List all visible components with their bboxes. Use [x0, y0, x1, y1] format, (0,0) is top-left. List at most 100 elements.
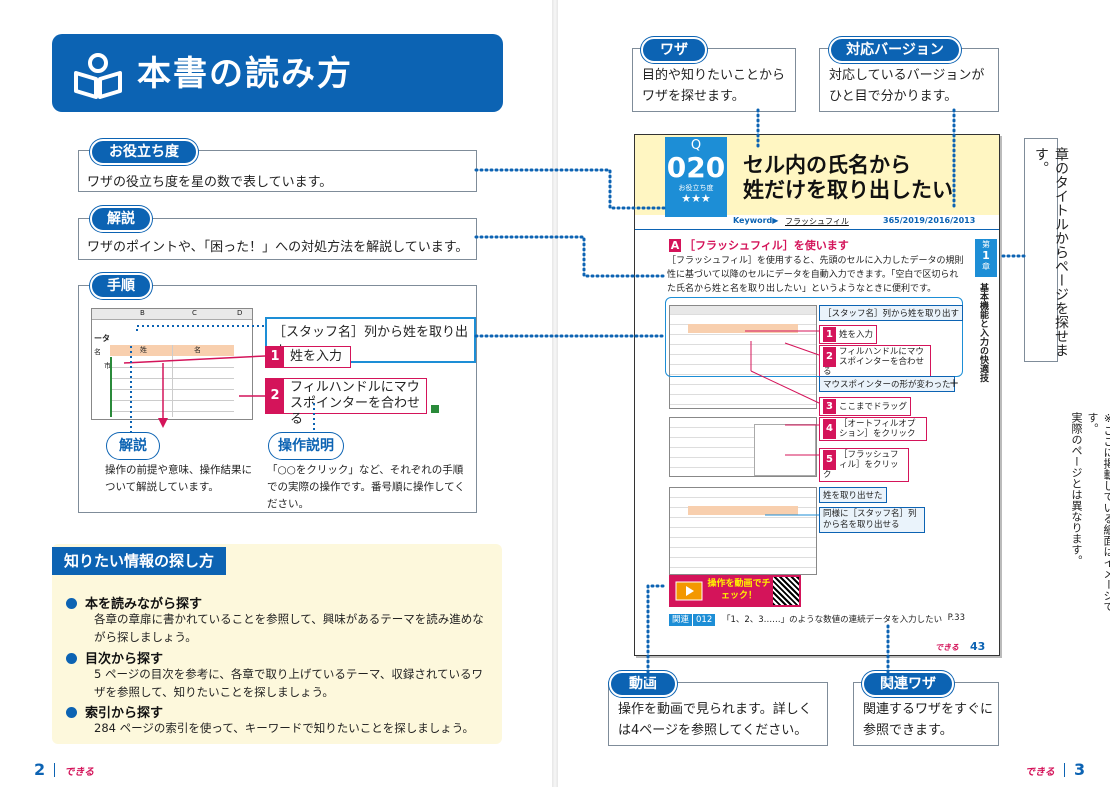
sheet-selection [110, 357, 112, 417]
callout-label-douga: 動画 [609, 671, 677, 697]
step-text: 姓を入力 [290, 349, 343, 364]
fill-handle-icon [431, 405, 439, 413]
page-gutter [552, 0, 558, 787]
tejun-kaisetsu-text: 操作の前提や意味、操作結果について解説しています。 [105, 464, 252, 493]
callout-text: 対応しているバージョンがひと目で分かります。 [829, 68, 985, 104]
bullet-icon [66, 598, 77, 609]
info-heading-2: 目次から探す [66, 648, 163, 667]
col-c: C [192, 309, 197, 317]
sheet-cell: 名 [194, 346, 201, 354]
sample-tag-same: 同様に［スタッフ名］列から名を取り出せる [819, 507, 925, 533]
tejun-connectors [123, 325, 315, 432]
bullet-icon [66, 707, 77, 718]
page-number-left: 2 [34, 760, 46, 779]
step-number: 1 [266, 347, 284, 367]
title-line: 姓だけを取り出したい [743, 178, 953, 202]
note-line: 実際のページとは異なります。 [1070, 412, 1083, 566]
brand-logo: できる [64, 767, 95, 778]
callout-label-kanren: 関連ワザ [862, 671, 954, 697]
video-banner[interactable]: 操作を動画でチェック！ [669, 575, 801, 607]
tejun-kaisetsu-label: 解説 [107, 433, 159, 459]
heading-text: 目次から探す [85, 652, 164, 667]
info-title: 知りたい情報の探し方 [52, 547, 227, 575]
info-section: 知りたい情報の探し方 本を読みながら探す 各章の章扉に書かれていることを参照して… [52, 544, 502, 744]
sheet-cell: 姓 [140, 346, 147, 354]
page-header: 本書の読み方 [52, 34, 503, 112]
play-icon [675, 581, 703, 601]
rating-stars: ★★★ [681, 192, 711, 205]
step-number: 1 [823, 327, 836, 342]
footer-right: できる 3 [1025, 760, 1085, 779]
info-heading-3: 索引から探す [66, 702, 163, 721]
sample-tag-main: ［スタッフ名］列から姓を取り出す [819, 305, 964, 321]
step-text: フィルハンドルにマウスポインターを合わせる [823, 347, 925, 377]
chapter-tab: 第 1 章 [975, 239, 997, 277]
q-badge: Q 020 お役立ち度 ★★★ [665, 137, 727, 217]
mini-header-row [688, 506, 798, 515]
q-sub: お役立ち度 [678, 184, 714, 192]
step-number: 2 [266, 379, 284, 413]
page-number-right: 3 [1074, 760, 1086, 779]
tejun-sousa-label: 操作説明 [269, 433, 343, 459]
mini-header-row [688, 324, 798, 333]
mini-grid [670, 488, 816, 574]
highlight-frame [665, 297, 963, 377]
callout-text: 関連するワザをすぐに参照できます。 [863, 702, 994, 738]
step-number: 4 [823, 419, 836, 439]
page-title: 本書の読み方 [137, 54, 353, 94]
section-title: ［フラッシュフィル］を使います [684, 239, 849, 252]
heading-text: 本を読みながら探す [85, 597, 203, 612]
callout-label-kaisetsu: 解説 [90, 206, 152, 232]
plus-cursor-icon: + [949, 376, 960, 390]
callout-text: 目的や知りたいことからワザを探せます。 [642, 68, 786, 104]
step-number: 5 [823, 450, 836, 470]
book-reader-icon [74, 53, 122, 99]
step-text: ここまでドラッグ [839, 402, 908, 412]
tejun-step1: 1 姓を入力 [265, 346, 352, 368]
info-desc-1: 各章の章扉に書かれていることを参照して、興味があるテーマを読み進めながら探しまし… [94, 612, 484, 644]
bullet-icon [66, 653, 77, 664]
callout-text: ワザのポイントや、「困った！」への対処方法を解説しています。 [87, 240, 469, 255]
related-page: P.33 [947, 613, 965, 623]
footer-left: 2 できる [34, 760, 94, 779]
title-line: セル内の氏名から [743, 153, 911, 177]
related-num: 012 [693, 614, 716, 626]
chapter-num-bottom: 章 [982, 262, 990, 271]
sample-step-4: 4［オートフィルオプション］をクリック [819, 417, 927, 441]
col-b: B [140, 309, 145, 317]
chapter-num: 1 [982, 249, 990, 262]
screenshot-3 [669, 487, 817, 575]
page-number: 43 [969, 640, 986, 653]
col-d: D [237, 309, 243, 317]
brand-logo: できる [1025, 767, 1055, 778]
screenshot-2 [669, 417, 817, 477]
section-letter: A [669, 239, 681, 252]
sample-step-5: 5［フラッシュフィル］をクリック [819, 448, 909, 482]
disclaimer-note: ※ここに掲載している紙面はイメージです。 実際のページとは異なります。 [1068, 412, 1110, 612]
step-text: ［オートフィルオプション］をクリック [839, 419, 916, 439]
callout-text: ワザの役立ち度を星の数で表しています。 [87, 175, 333, 190]
callout-chapter: 章のタイトルからページを探せます。 [1024, 138, 1069, 362]
chapter-title: 基本機能と入力の快適技 [978, 283, 988, 382]
tejun-sousa-text: 「○○をクリック」など、それぞれの手順での実際の操作です。番号順に操作してくださ… [267, 464, 465, 510]
sample-connectors [745, 330, 820, 516]
info-desc-3: 284 ページの索引を使って、キーワードで知りたいことを探しましょう。 [94, 721, 475, 735]
q-label: Q [690, 138, 702, 153]
section-body: ［フラッシュフィル］を使用すると、先頭のセルに入力したデータの規則性に基づいて以… [667, 256, 964, 294]
callout-tejun: B C D ータ 名 姓 名 市川 ［スタッフ名］列から姓を取り出す 1姓を入力… [78, 285, 477, 513]
callout-label-tejun: 手順 [90, 273, 152, 299]
brand-logo: できる [935, 643, 959, 652]
sheet-col-header: B C D [92, 309, 252, 320]
sheet-cell: ータ [94, 334, 110, 343]
sheet-gridline [172, 345, 173, 417]
sample-page: Q 020 お役立ち度 ★★★ セル内の氏名から 姓だけを取り出したい Keyw… [634, 134, 1000, 656]
version-list: 365/2019/2016/2013 [883, 216, 976, 225]
sample-title: セル内の氏名から 姓だけを取り出したい [743, 153, 953, 203]
info-heading-1: 本を読みながら探す [66, 593, 202, 612]
keyword-prefix: Keyword▶ [733, 216, 779, 225]
step-number: 2 [823, 347, 836, 367]
